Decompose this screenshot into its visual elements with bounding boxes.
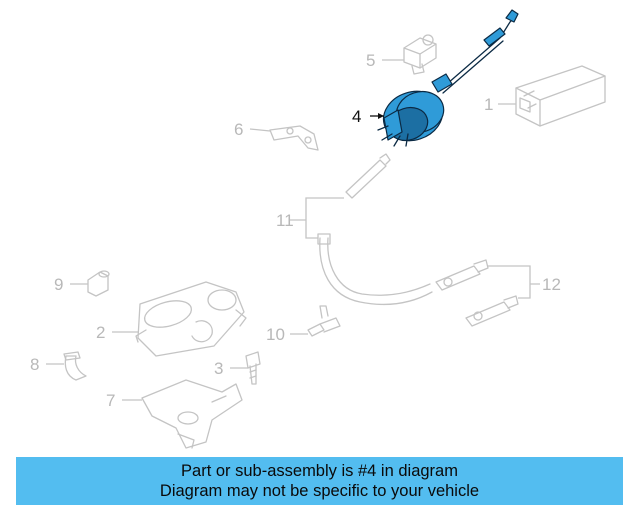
callout-7: 7	[106, 391, 115, 410]
part-1-module	[515, 65, 606, 127]
part-10-elbow	[307, 305, 341, 337]
info-banner: Part or sub-assembly is #4 in diagram Di…	[16, 457, 623, 505]
part-9-fitting	[87, 270, 110, 297]
leader-line-12	[488, 265, 540, 299]
callout-12: 12	[542, 275, 561, 294]
part-12-sensors	[435, 259, 519, 327]
part-11-hose	[317, 153, 433, 305]
parts-diagram: 1 5 4 6 11	[30, 9, 606, 449]
callout-6: 6	[234, 120, 243, 139]
callout-9: 9	[54, 275, 63, 294]
leader-line-6	[249, 128, 271, 132]
part-8-hose	[63, 351, 87, 381]
callout-4: 4	[352, 107, 361, 126]
part-2-pump	[135, 281, 247, 357]
part-4-actuator	[377, 9, 519, 147]
callout-10: 10	[266, 325, 285, 344]
part-6-bracket	[269, 125, 319, 151]
leader-arrow-4	[378, 113, 384, 119]
part-7-bracket	[141, 379, 243, 449]
banner-line-disclaimer: Diagram may not be specific to your vehi…	[159, 482, 480, 500]
part-5-connector	[403, 34, 437, 75]
banner-line-part: Part or sub-assembly is #4 in diagram	[181, 462, 458, 480]
callout-3: 3	[214, 359, 223, 378]
part-3-bolt	[245, 351, 261, 385]
leader-line-11	[290, 197, 344, 239]
callout-5: 5	[366, 51, 375, 70]
callout-2: 2	[96, 323, 105, 342]
callout-1: 1	[484, 95, 493, 114]
callout-8: 8	[30, 355, 39, 374]
callout-11: 11	[276, 211, 294, 230]
